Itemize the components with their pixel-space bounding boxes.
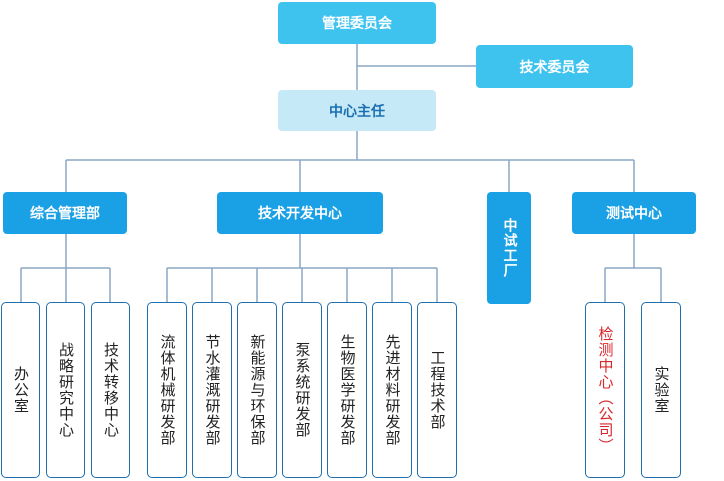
unit-tech-transfer: 技术转移中心 bbox=[91, 302, 130, 478]
unit-advanced-materials: 先进材料研发部 bbox=[372, 302, 412, 478]
pilot-factory-box: 中试工厂 bbox=[487, 192, 531, 304]
unit-testing-company-label: 检测中心（公司） bbox=[596, 326, 615, 454]
unit-pump-system-label: 泵系统研发部 bbox=[293, 342, 312, 438]
unit-engineering-tech: 工程技术部 bbox=[417, 302, 457, 478]
testing-center-box: 测试中心 bbox=[572, 192, 696, 234]
unit-new-energy-label: 新能源与环保部 bbox=[248, 334, 267, 446]
unit-biomedical-label: 生物医学研发部 bbox=[338, 334, 357, 446]
general-management-box: 综合管理部 bbox=[3, 192, 127, 234]
unit-pump-system: 泵系统研发部 bbox=[282, 302, 322, 478]
center-director-label: 中心主任 bbox=[329, 103, 385, 120]
unit-engineering-tech-label: 工程技术部 bbox=[428, 350, 447, 430]
unit-tech-transfer-label: 技术转移中心 bbox=[102, 342, 120, 438]
unit-biomedical: 生物医学研发部 bbox=[327, 302, 367, 478]
unit-office-label: 办公室 bbox=[12, 366, 30, 414]
unit-fluid-machinery: 流体机械研发部 bbox=[147, 302, 187, 478]
unit-laboratory-label: 实验室 bbox=[652, 366, 671, 414]
unit-office: 办公室 bbox=[1, 302, 40, 478]
tech-dev-center-box: 技术开发中心 bbox=[217, 192, 383, 234]
general-management-label: 综合管理部 bbox=[30, 206, 100, 222]
unit-laboratory: 实验室 bbox=[641, 302, 681, 478]
unit-testing-company: 检测中心（公司） bbox=[585, 302, 625, 478]
unit-strategy-research-label: 战略研究中心 bbox=[57, 342, 75, 438]
technical-committee-box: 技术委员会 bbox=[476, 45, 633, 88]
unit-water-irrigation: 节水灌溉研发部 bbox=[192, 302, 232, 478]
tech-dev-center-label: 技术开发中心 bbox=[258, 206, 342, 222]
technical-committee-label: 技术委员会 bbox=[519, 59, 590, 76]
unit-strategy-research: 战略研究中心 bbox=[46, 302, 85, 478]
management-committee-box: 管理委员会 bbox=[278, 2, 436, 44]
testing-center-label: 测试中心 bbox=[606, 206, 662, 222]
unit-new-energy: 新能源与环保部 bbox=[237, 302, 277, 478]
center-director-box: 中心主任 bbox=[278, 90, 436, 131]
unit-advanced-materials-label: 先进材料研发部 bbox=[383, 334, 402, 446]
unit-water-irrigation-label: 节水灌溉研发部 bbox=[203, 334, 222, 446]
management-committee-label: 管理委员会 bbox=[322, 16, 392, 32]
unit-fluid-machinery-label: 流体机械研发部 bbox=[158, 334, 177, 446]
pilot-factory-label: 中试工厂 bbox=[501, 218, 518, 278]
